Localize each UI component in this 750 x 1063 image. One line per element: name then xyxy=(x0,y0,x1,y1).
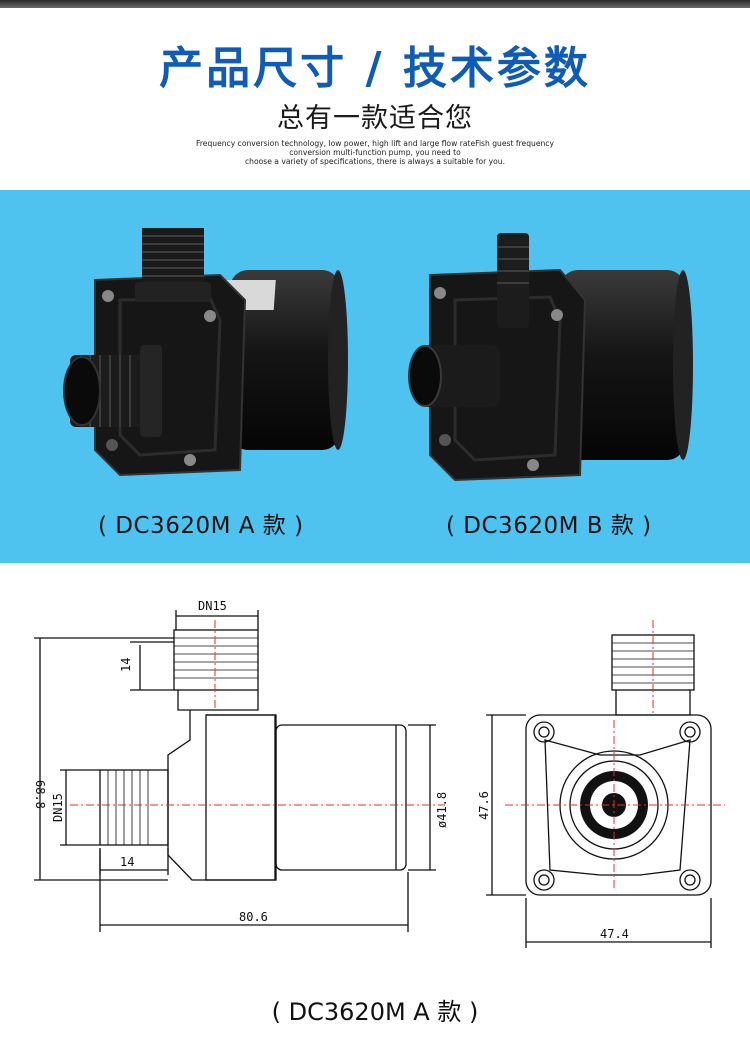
dim-14-vertical: 14 xyxy=(119,658,133,672)
dim-47-6: 47.6 xyxy=(477,791,491,820)
top-bar xyxy=(0,0,750,8)
product-a-label: ( DC3620M A 款 ) xyxy=(98,513,304,539)
dim-dn15-side: DN15 xyxy=(51,793,65,822)
english-line: Frequency conversion technology, low pow… xyxy=(196,139,554,148)
english-description: Frequency conversion technology, low pow… xyxy=(175,139,575,166)
dim-14-horizontal: 14 xyxy=(120,855,134,869)
product-b-label: ( DC3620M B 款 ) xyxy=(446,513,652,539)
drawing-model-label: ( DC3620M A 款 ) xyxy=(271,998,479,1026)
pump-a-image xyxy=(63,228,348,477)
dim-dn15-top: DN15 xyxy=(198,599,227,613)
page-subtitle: 总有一款适合您 xyxy=(277,103,473,134)
english-line: choose a variety of specifications, ther… xyxy=(244,157,506,166)
dim-68-8: 68.8 xyxy=(33,780,47,809)
english-line: conversion multi-function pump, you need… xyxy=(289,148,461,157)
technical-drawing: DN15 14 68.8 DN15 14 80.6 ø41.8 47.6 47.… xyxy=(33,599,725,948)
dim-47-4: 47.4 xyxy=(600,927,629,941)
page-title: 产品尺寸 / 技术参数 xyxy=(159,43,591,94)
dim-41-8: ø41.8 xyxy=(435,792,449,828)
pump-b-image xyxy=(408,233,693,482)
dim-80-6: 80.6 xyxy=(239,910,268,924)
